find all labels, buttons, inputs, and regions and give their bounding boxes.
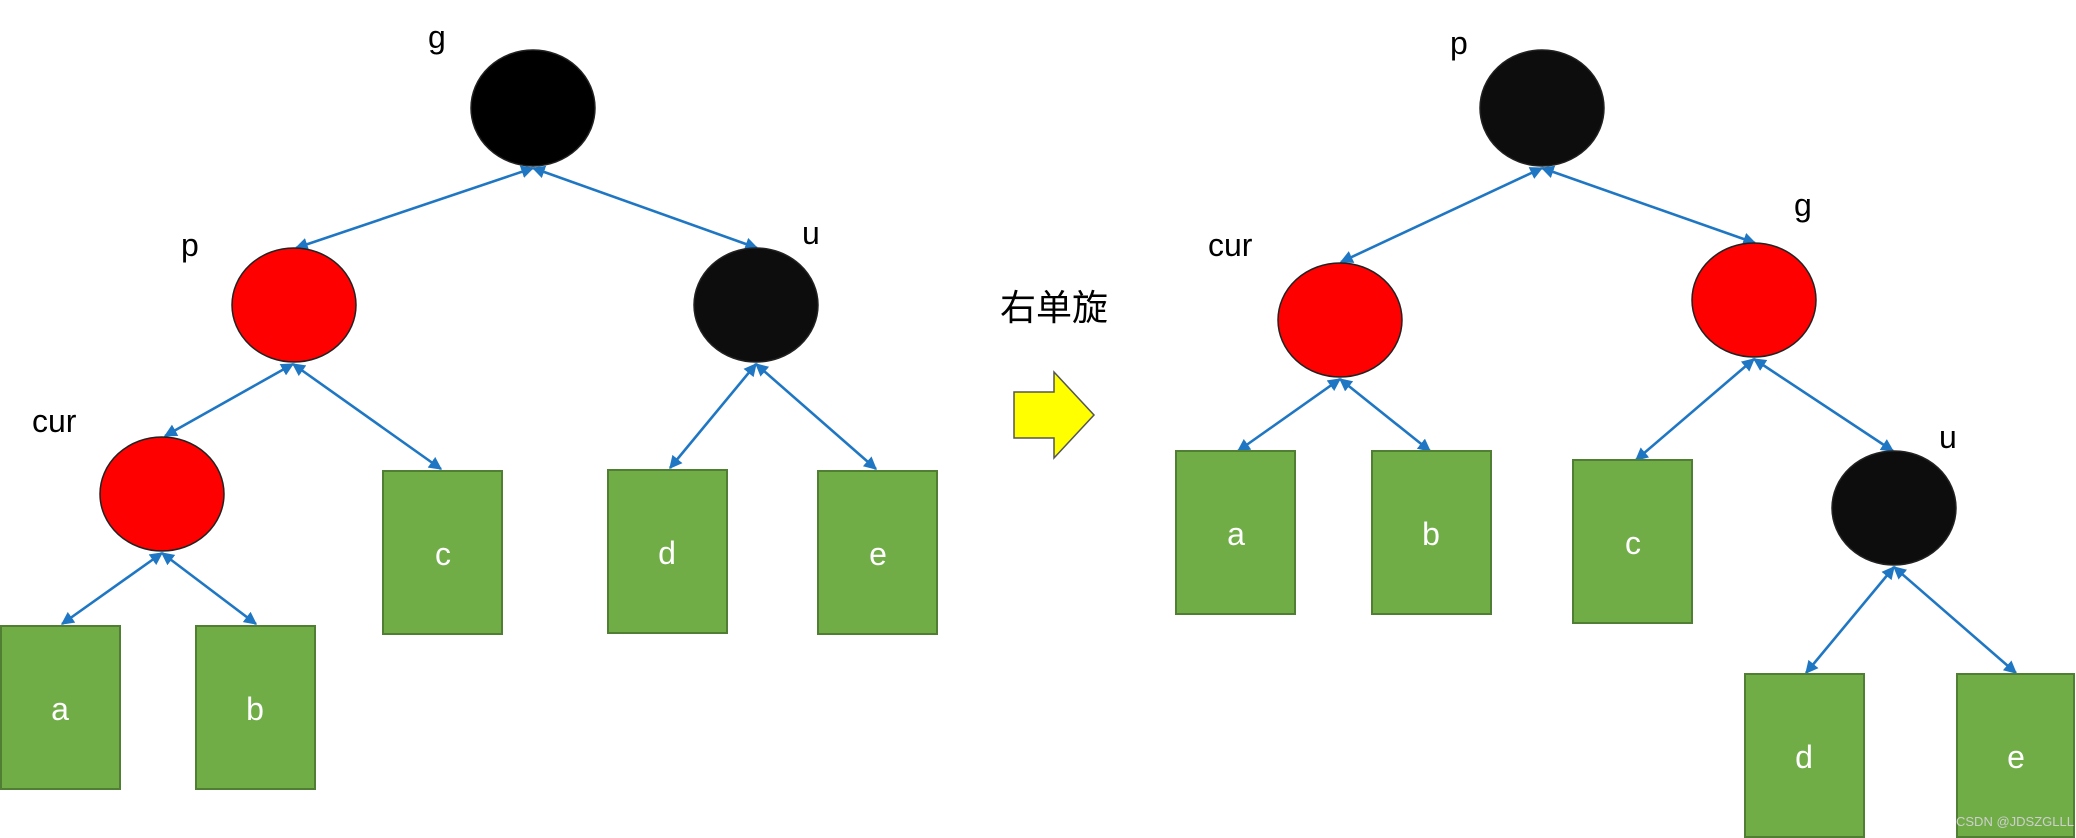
leaf-d: d bbox=[607, 469, 728, 634]
svg-text:d: d bbox=[658, 535, 676, 571]
label-g: g bbox=[428, 19, 446, 55]
svg-text:a: a bbox=[1227, 516, 1245, 552]
node-cur bbox=[99, 436, 225, 552]
edge-u-e-after bbox=[1893, 566, 2017, 674]
node-p bbox=[231, 247, 357, 363]
edge-p-g-after bbox=[1540, 165, 1757, 246]
leaf-c: c bbox=[382, 470, 503, 635]
label-g-after: g bbox=[1794, 187, 1812, 223]
node-g bbox=[470, 49, 596, 167]
leaf-c-after: c bbox=[1572, 459, 1693, 624]
edge-p-c bbox=[291, 362, 443, 471]
watermark: CSDN @JDSZGLLL bbox=[1956, 814, 2074, 829]
edge-g-c-after bbox=[1635, 358, 1755, 461]
label-p: p bbox=[181, 227, 199, 263]
edge-cur-a-after bbox=[1236, 377, 1342, 453]
edge-u-e bbox=[755, 363, 877, 470]
leaf-e: e bbox=[817, 470, 938, 635]
leaf-d-after: d bbox=[1744, 673, 1865, 838]
edge-g-u bbox=[531, 165, 759, 251]
leaf-e-after: e bbox=[1956, 673, 2075, 838]
edge-cur-a bbox=[60, 551, 164, 626]
svg-text:c: c bbox=[1625, 525, 1641, 561]
before-tree: g p u cur a b c d e bbox=[0, 19, 938, 790]
svg-text:b: b bbox=[246, 691, 264, 727]
edge-g-p bbox=[294, 165, 535, 251]
svg-text:e: e bbox=[869, 536, 887, 572]
edge-u-d bbox=[668, 362, 758, 470]
edge-u-d-after bbox=[1804, 565, 1896, 675]
node-cur-after bbox=[1277, 262, 1403, 378]
node-g-after bbox=[1691, 242, 1817, 358]
leaf-b-after: b bbox=[1371, 450, 1492, 615]
node-u-after bbox=[1831, 450, 1957, 566]
operation-label: 右单旋 bbox=[1000, 288, 1108, 329]
leaf-a-after: a bbox=[1175, 450, 1296, 615]
svg-text:d: d bbox=[1795, 739, 1813, 775]
edge-cur-b-after bbox=[1338, 377, 1432, 453]
svg-text:b: b bbox=[1422, 516, 1440, 552]
edge-p-cur bbox=[163, 362, 295, 438]
label-cur-after: cur bbox=[1208, 227, 1253, 263]
leaf-a: a bbox=[0, 625, 121, 790]
label-u: u bbox=[802, 215, 820, 251]
node-p-after bbox=[1479, 49, 1605, 167]
label-p-after: p bbox=[1450, 25, 1468, 61]
label-u-after: u bbox=[1939, 419, 1957, 455]
svg-text:c: c bbox=[435, 536, 451, 572]
after-tree: p cur g u a b c d e bbox=[1175, 25, 2075, 838]
edge-p-cur-after bbox=[1339, 166, 1544, 264]
operation: 右单旋 bbox=[1000, 288, 1108, 460]
label-cur: cur bbox=[32, 403, 77, 439]
edge-cur-b bbox=[160, 551, 258, 626]
svg-text:a: a bbox=[51, 691, 69, 727]
leaf-b: b bbox=[195, 625, 316, 790]
edge-g-u-after bbox=[1752, 357, 1895, 453]
node-u bbox=[693, 247, 819, 363]
right-arrow-icon bbox=[1013, 370, 1096, 460]
svg-text:e: e bbox=[2007, 739, 2025, 775]
